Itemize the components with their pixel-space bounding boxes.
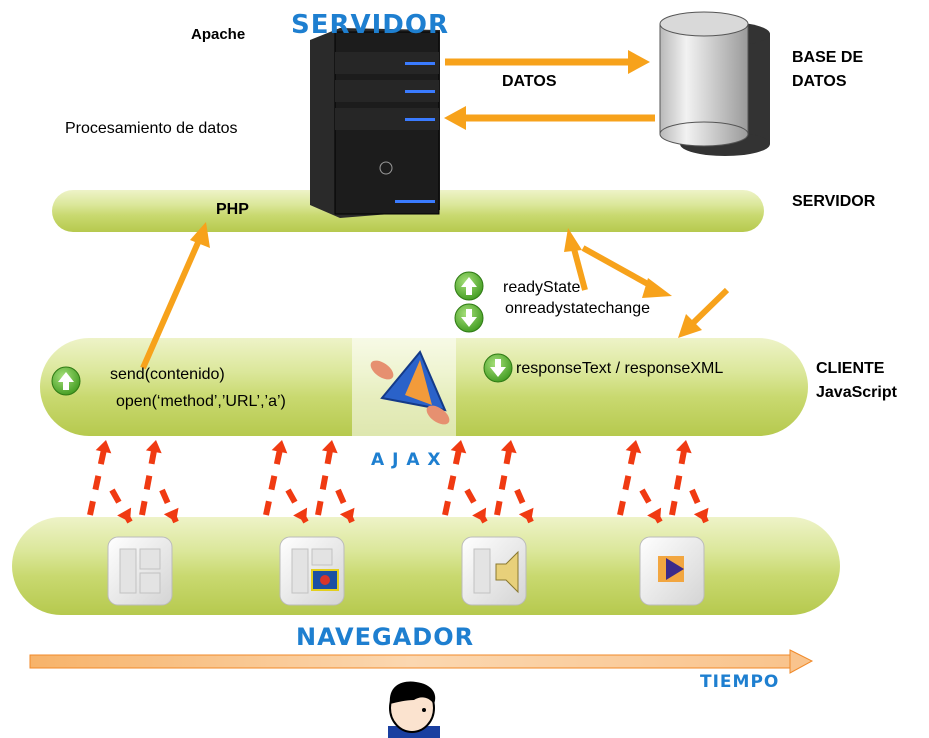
processing-label: Procesamiento de datos: [65, 120, 238, 137]
up-arrow-icon: [51, 366, 81, 396]
ready-state-down-icon: [454, 303, 484, 333]
time-arrow: [29, 649, 814, 674]
request-response-arrow: [87, 439, 109, 516]
request-response-arrow: [263, 439, 285, 516]
client-layer-label-line2: JavaScript: [816, 384, 897, 401]
request-response-arrow: [669, 439, 689, 516]
send-label: send(contenido): [110, 366, 225, 383]
request-response-arrow: [315, 439, 335, 516]
data-arrow-label: DATOS: [502, 73, 557, 90]
response-down-icon: [483, 353, 513, 383]
request-response-arrowhead: [163, 507, 179, 522]
server-tower-icon: [310, 28, 440, 218]
request-response-arrowhead: [450, 440, 467, 454]
request-response-arrowhead: [117, 507, 132, 522]
send-arrow: [140, 222, 210, 370]
open-label: open(‘method’,’URL’,’a’): [116, 393, 286, 410]
request-response-arrowhead: [625, 440, 642, 454]
browser-title: NAVEGADOR: [296, 623, 475, 651]
ajax-logo-icon: [352, 338, 456, 436]
data-arrows: [444, 50, 655, 130]
user-avatar-icon: [388, 681, 440, 738]
request-response-arrowhead: [500, 440, 517, 454]
server-layer-label: SERVIDOR: [792, 193, 876, 210]
request-response-arrowhead: [693, 507, 709, 522]
database-icon: [659, 11, 770, 156]
request-response-arrowhead: [145, 440, 162, 454]
request-response-arrow: [442, 439, 464, 516]
page-icon-audio: [461, 536, 527, 606]
request-response-arrowhead: [321, 440, 338, 454]
request-response-arrowhead: [518, 507, 534, 522]
request-response-arrowhead: [472, 507, 487, 522]
client-layer-label-line1: CLIENTE: [816, 360, 885, 377]
server-title: SERVIDOR: [291, 10, 450, 40]
request-response-arrowhead: [293, 507, 308, 522]
time-label: TIEMPO: [700, 672, 780, 692]
request-response-arrowhead: [95, 440, 112, 454]
database-label-line2: DATOS: [792, 73, 847, 90]
database-label-line1: BASE DE: [792, 49, 864, 66]
request-response-arrow: [494, 439, 514, 516]
ready-state-label: readyState: [503, 279, 581, 296]
request-response-arrowhead: [271, 440, 288, 454]
php-label: PHP: [216, 201, 249, 218]
response-label: responseText / responseXML: [516, 360, 724, 377]
page-icon-video: [639, 536, 705, 606]
ready-state-up-icon: [454, 271, 484, 301]
request-response-arrows: [87, 439, 709, 524]
page-icon-1: [107, 536, 173, 606]
page-icon-2: [279, 536, 345, 606]
apache-label: Apache: [191, 26, 246, 43]
request-response-arrow: [139, 439, 159, 516]
ready-state-arrows: [564, 228, 730, 338]
request-response-arrowhead: [647, 507, 662, 522]
request-response-arrow: [617, 439, 639, 516]
onreadystatechange-label: onreadystatechange: [505, 300, 650, 317]
ajax-label: A J A X: [371, 450, 442, 470]
request-response-arrowhead: [339, 507, 355, 522]
request-response-arrowhead: [675, 440, 692, 454]
